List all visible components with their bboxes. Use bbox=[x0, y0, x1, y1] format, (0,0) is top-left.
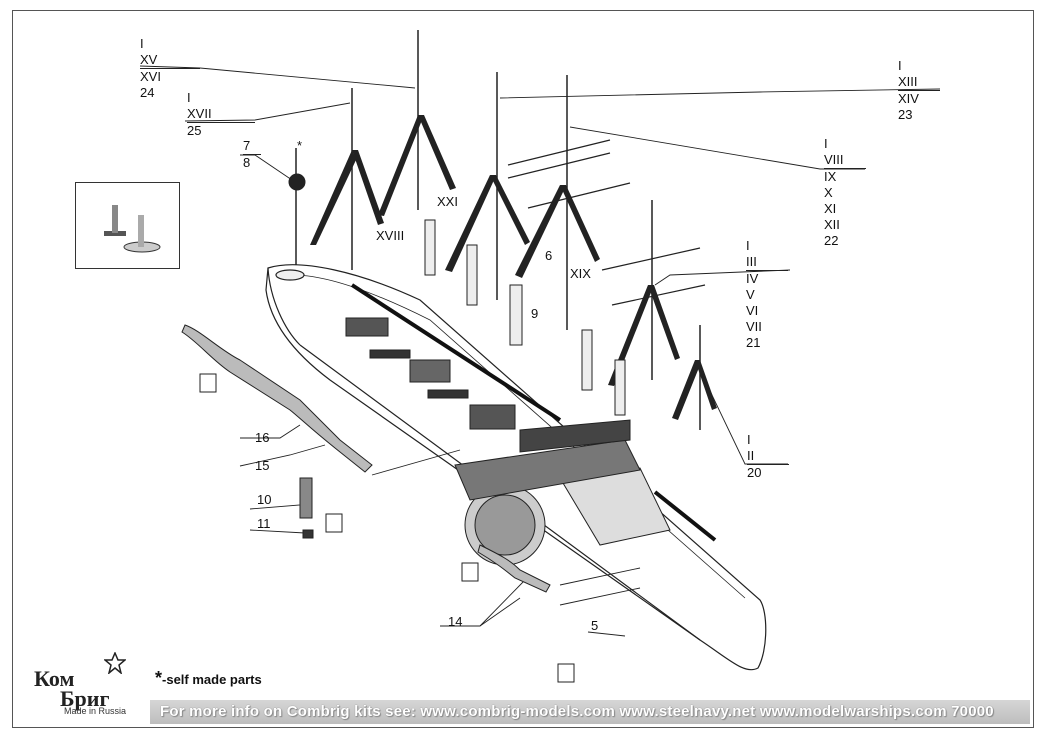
label-number-5: 5 bbox=[591, 618, 599, 633]
yards bbox=[507, 139, 706, 306]
label-roman-i: I bbox=[898, 58, 902, 73]
label-group-top-left: I XV XVI 24 bbox=[140, 36, 200, 101]
footer-info-text: For more info on Combrig kits see: www.c… bbox=[160, 703, 994, 720]
star-marker: * bbox=[297, 138, 303, 153]
assembly-icons bbox=[199, 373, 575, 683]
label-number-24: 24 bbox=[140, 85, 155, 100]
deckhouses bbox=[345, 317, 671, 546]
paddle-wheel bbox=[454, 419, 641, 566]
label-number-7: 7 bbox=[243, 138, 261, 155]
self-made-text: -self made parts bbox=[162, 672, 262, 687]
label-roman-xiv: XIV bbox=[898, 91, 919, 106]
label-roman-xxi: XXI bbox=[437, 194, 458, 209]
label-roman-xi: XI bbox=[824, 201, 837, 216]
label-roman-xii: XII bbox=[824, 217, 840, 232]
leader-lines bbox=[139, 65, 941, 637]
label-number-20: 20 bbox=[747, 465, 762, 480]
shrouds bbox=[310, 115, 717, 420]
label-number-25: 25 bbox=[187, 123, 202, 138]
label-number-10: 10 bbox=[257, 492, 272, 507]
label-roman-i: I bbox=[746, 238, 750, 253]
label-group-right-3: I II 20 bbox=[747, 432, 789, 481]
footer-info-bar bbox=[150, 700, 1030, 724]
label-number-8: 8 bbox=[243, 155, 251, 170]
page-frame bbox=[12, 10, 1034, 728]
label-roman-xvii: XVII bbox=[187, 106, 255, 123]
label-roman-vii: VII bbox=[746, 319, 762, 334]
label-group-7-8: 7 8 bbox=[243, 138, 261, 171]
mast-parts bbox=[288, 173, 626, 416]
label-group-right-2: I III IV V VI VII 21 bbox=[746, 238, 788, 351]
label-roman-i: I bbox=[824, 136, 828, 151]
label-number-6: 6 bbox=[545, 248, 553, 263]
label-number-11: 11 bbox=[257, 516, 271, 531]
combrig-logo: Ком Бриг bbox=[22, 652, 152, 726]
side-parts bbox=[181, 324, 551, 593]
label-roman-i: I bbox=[140, 36, 144, 51]
label-roman-xv: XV bbox=[140, 52, 200, 69]
logo-text-bottom: Бриг bbox=[60, 686, 110, 711]
label-roman-x: X bbox=[824, 185, 833, 200]
label-roman-i: I bbox=[747, 432, 751, 447]
label-roman-viii: VIII bbox=[824, 152, 866, 169]
bulwark-rails bbox=[350, 283, 717, 542]
label-roman-iii: III bbox=[746, 254, 788, 271]
self-made-star: * bbox=[155, 668, 163, 688]
label-number-23: 23 bbox=[898, 107, 913, 122]
label-roman-xviii: XVIII bbox=[376, 228, 405, 243]
label-number-21: 21 bbox=[746, 335, 761, 350]
label-number-22: 22 bbox=[824, 233, 839, 248]
label-roman-iv: IV bbox=[746, 271, 759, 286]
label-roman-xiii: XIII bbox=[898, 74, 940, 91]
label-roman-xix: XIX bbox=[570, 266, 591, 281]
label-group-top-left-2: I XVII 25 bbox=[187, 90, 255, 139]
label-roman-vi: VI bbox=[746, 303, 759, 318]
label-roman-v: V bbox=[746, 287, 755, 302]
label-roman-ix: IX bbox=[824, 169, 837, 184]
logo-text-top: Ком bbox=[34, 666, 75, 691]
label-number-15: 15 bbox=[255, 458, 270, 473]
label-roman-ii: II bbox=[747, 448, 789, 465]
label-number-14: 14 bbox=[448, 614, 463, 629]
label-roman-xvi: XVI bbox=[140, 69, 161, 84]
inset-detail-drawing bbox=[104, 205, 161, 253]
label-number-16: 16 bbox=[255, 430, 270, 445]
label-number-9: 9 bbox=[531, 306, 539, 321]
star-icon bbox=[104, 652, 126, 674]
inset-detail-box bbox=[75, 182, 180, 269]
label-group-top-right: I XIII XIV 23 bbox=[898, 58, 940, 123]
label-roman-i: I bbox=[187, 90, 191, 105]
label-group-right-1: I VIII IX X XI XII 22 bbox=[824, 136, 866, 249]
self-made-note: *-self made parts bbox=[155, 668, 262, 689]
made-in-label: Made in Russia bbox=[64, 706, 127, 716]
